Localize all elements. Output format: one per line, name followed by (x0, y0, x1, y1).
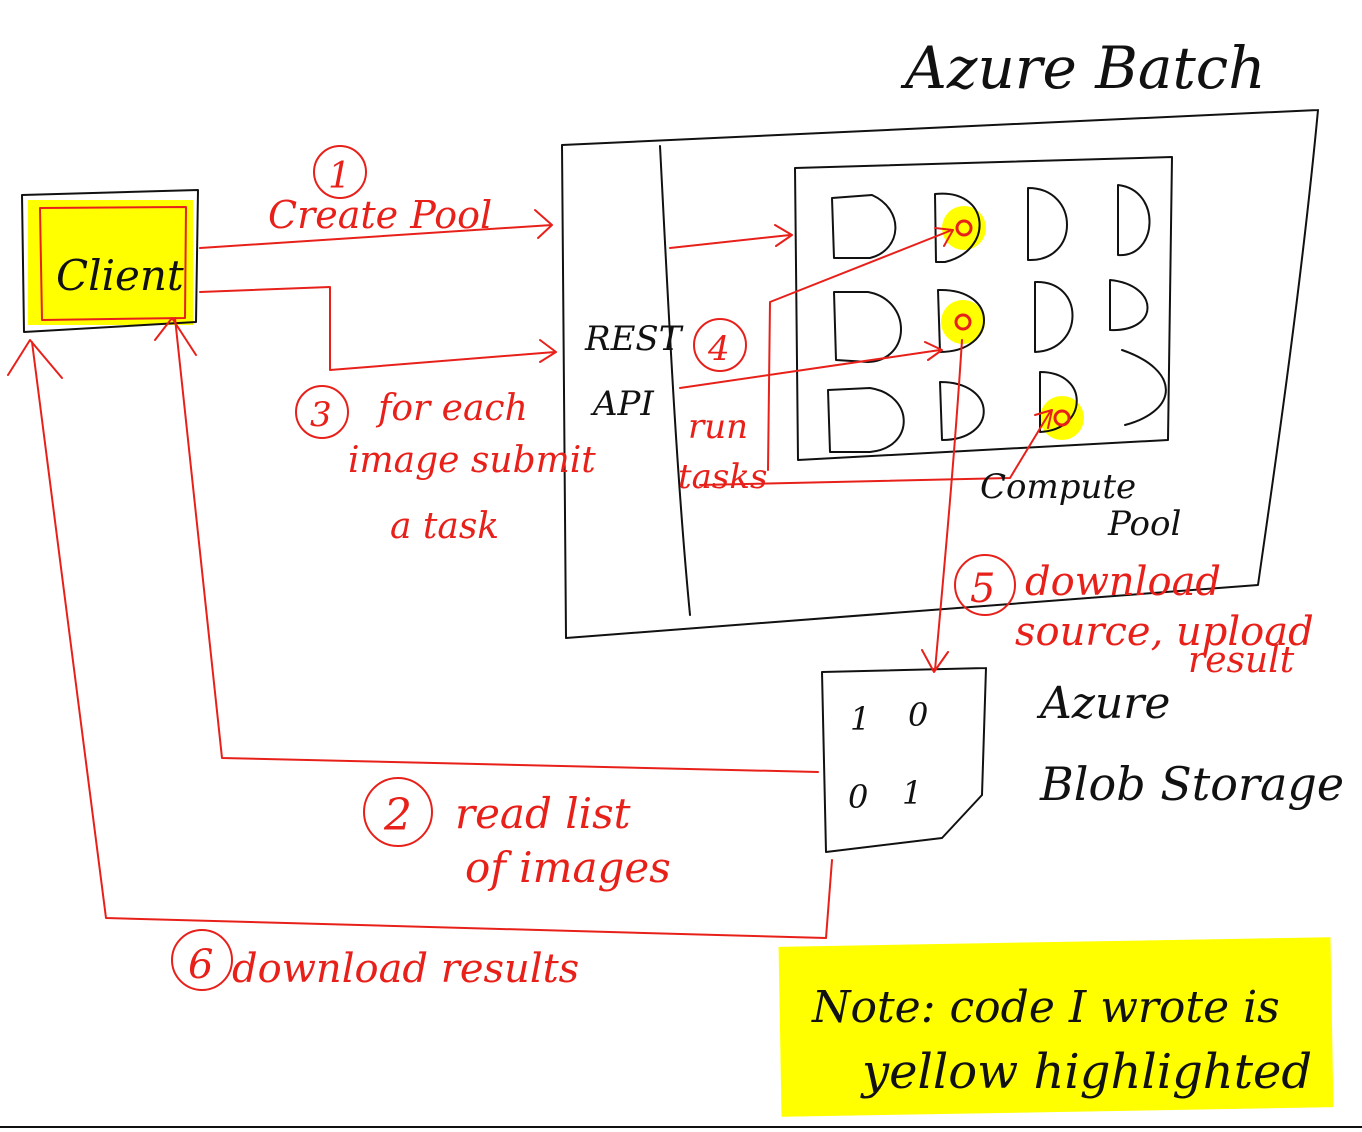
step3-line3: a task (390, 506, 499, 547)
step3-line2: image submit (348, 440, 596, 481)
compute-node (831, 194, 897, 259)
task-marker (954, 313, 972, 331)
run-tasks-line1: run (688, 407, 748, 447)
compute-node (1109, 279, 1149, 332)
arrow-download-results (7, 339, 833, 939)
step5-line1: download (1025, 559, 1221, 605)
step3-circle (295, 385, 349, 439)
blob-storage-box (821, 667, 987, 853)
step6-circle (171, 929, 233, 991)
compute-node (1027, 187, 1068, 262)
client-box (21, 189, 199, 333)
note-highlight (778, 937, 1334, 1117)
compute-nodes (827, 184, 1167, 453)
task-markers (954, 219, 1071, 427)
step-circles (171, 145, 1016, 991)
task-marker (955, 219, 973, 237)
step3-line1: for each (375, 388, 528, 429)
compute-node (939, 381, 985, 441)
arrow-submit-task (199, 286, 557, 371)
compute-node (1121, 349, 1167, 426)
arrows (7, 209, 1053, 939)
storage-label-line1: Azure (1036, 678, 1170, 729)
rest-api-divider (659, 145, 691, 616)
compute-node (934, 192, 981, 263)
arrow-run-task-3 (699, 409, 1053, 486)
step1-label: Create Pool (268, 193, 492, 237)
azure-batch-box (561, 109, 1319, 639)
step1-number: 1 (328, 156, 351, 197)
note-line1: Note: code I wrote is (811, 982, 1280, 1033)
diagram-title: Azure Batch (900, 34, 1266, 102)
step5-circle (954, 554, 1016, 616)
step6-label: download results (232, 946, 579, 992)
step4-number: 4 (707, 329, 730, 369)
step5-line2: source, upload (1015, 609, 1314, 655)
step1-circle (313, 145, 367, 199)
storage-label-line2: Blob Storage (1039, 757, 1344, 811)
client-label: Client (56, 251, 184, 300)
arrow-read-list (154, 317, 819, 773)
step2-number: 2 (383, 790, 412, 841)
compute-pool-label-line1: Compute (980, 467, 1136, 507)
client-highlight (28, 200, 193, 325)
compute-pool-label-line2: Pool (1107, 504, 1181, 544)
compute-pool-box (794, 156, 1173, 461)
step2-line1: read list (455, 789, 631, 838)
run-tasks-line2: tasks (678, 457, 767, 497)
task-node-highlight-3 (1040, 396, 1084, 440)
compute-node (1117, 184, 1151, 257)
arrow-run-task-2 (679, 341, 943, 389)
rest-label: REST (584, 319, 684, 359)
compute-node (833, 291, 902, 363)
task-node-highlight-2 (941, 300, 985, 344)
api-label: API (590, 384, 654, 424)
arrow-storage-access (921, 339, 963, 673)
step2-circle (363, 777, 433, 847)
step2-line2: of images (465, 843, 671, 892)
arrow-rest-to-pool (669, 224, 793, 249)
compute-node (1034, 280, 1074, 353)
task-marker (1053, 409, 1071, 427)
storage-bit: 0 (848, 778, 868, 816)
step5-number: 5 (970, 566, 995, 612)
compute-node (937, 288, 985, 353)
storage-bit: 1 (850, 700, 870, 738)
arrow-run-task-1 (767, 227, 954, 471)
storage-bit: 1 (902, 774, 922, 812)
step6-number: 6 (188, 942, 213, 988)
step5-line3: result (1188, 640, 1295, 681)
storage-bit: 0 (908, 696, 928, 734)
compute-node (1039, 371, 1078, 433)
compute-node (827, 387, 905, 453)
step4-circle (693, 318, 747, 372)
client-inner-box (39, 206, 187, 321)
task-node-highlight-1 (942, 206, 986, 250)
note-line2: yellow highlighted (860, 1044, 1312, 1100)
arrow-create-pool (199, 209, 553, 249)
step3-number: 3 (310, 395, 332, 435)
